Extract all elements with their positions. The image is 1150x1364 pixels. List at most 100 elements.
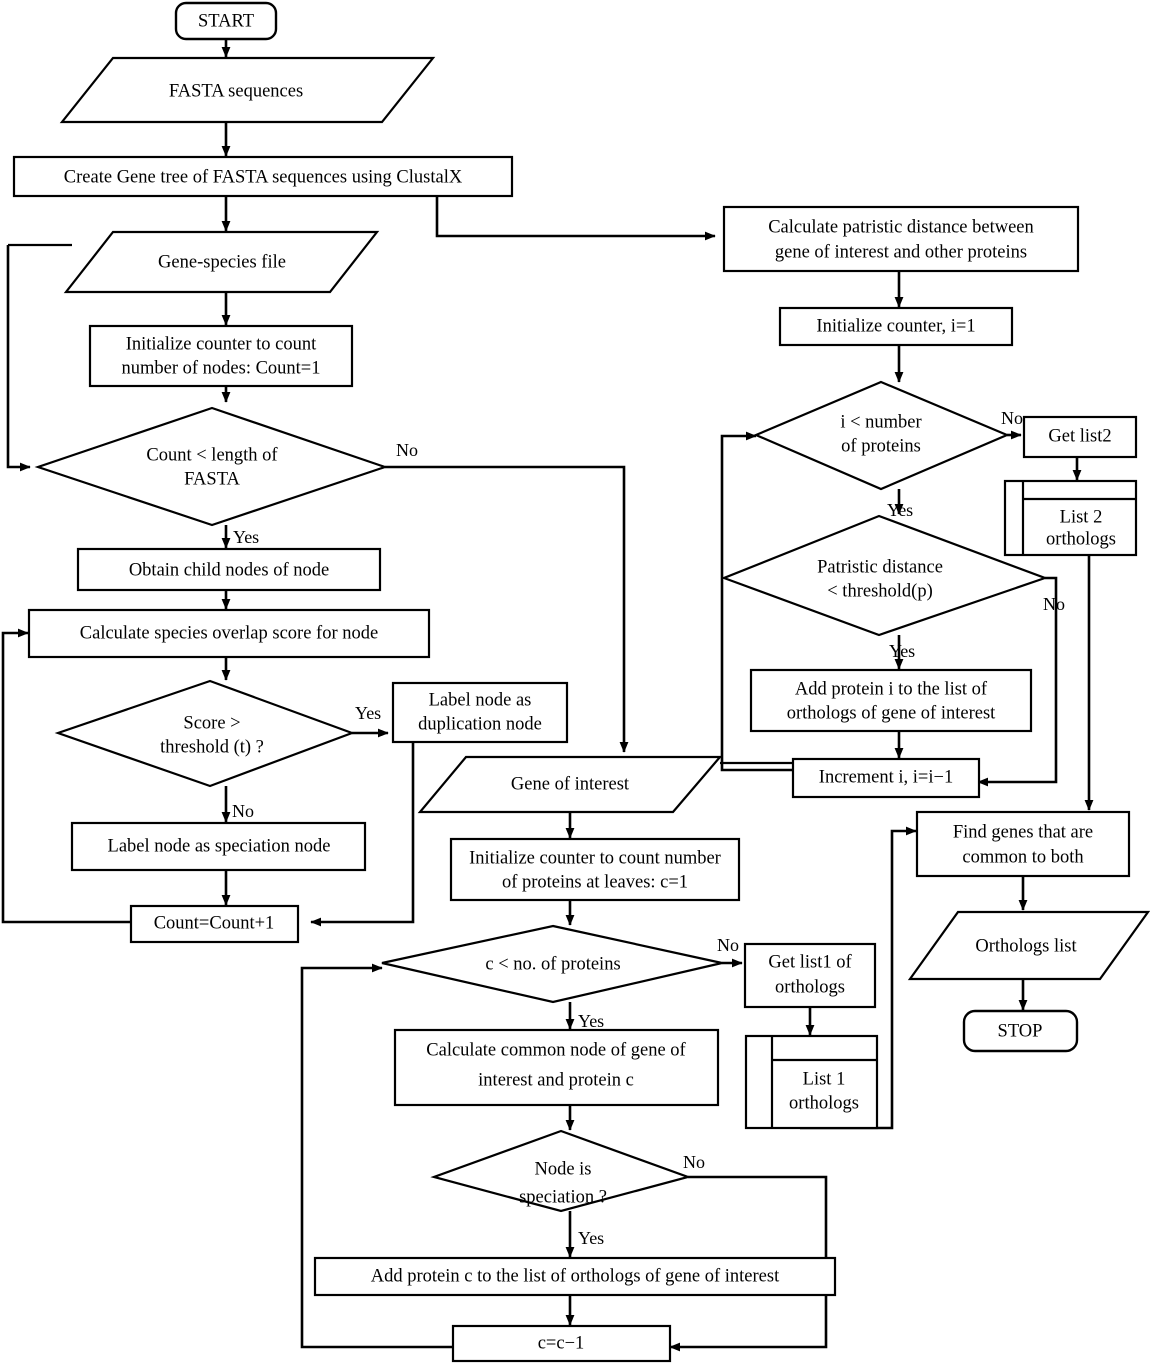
node-init-node-counter-line1: Initialize counter to count [126, 334, 317, 354]
node-calc-common-node-line2: interest and protein c [478, 1070, 634, 1090]
node-gene-of-interest[interactable]: Gene of interest [417, 755, 723, 814]
edge-count-loopback-overlap [1, 628, 130, 924]
node-create-gene-tree[interactable]: Create Gene tree of FASTA sequences usin… [12, 155, 514, 198]
node-stop-label: STOP [998, 1021, 1043, 1041]
node-calc-patristic[interactable]: Calculate patristic distance between gen… [722, 205, 1080, 273]
node-c-lt-proteins-label: c < no. of proteins [485, 954, 620, 974]
node-get-list2-label: Get list2 [1048, 426, 1111, 446]
connectors [1, 39, 1094, 1352]
node-init-leaf-counter[interactable]: Initialize counter to count number of pr… [449, 837, 741, 902]
node-patristic-lt-threshold-line2: < threshold(p) [827, 581, 932, 601]
node-label-duplication-line1: Label node as [429, 690, 532, 710]
node-count-increment-label: Count=Count+1 [154, 913, 275, 933]
node-increment-i-label: Increment i, i=i−1 [819, 767, 953, 787]
node-count-lt-fasta-line1: Count < length of [146, 445, 278, 465]
node-c-lt-proteins[interactable]: c < no. of proteins [381, 924, 723, 1004]
edge-patristiccheck-no [977, 576, 1058, 787]
node-label-duplication[interactable]: Label node as duplication node [391, 681, 569, 744]
node-list1-orthologs-line1: List 1 [803, 1069, 846, 1089]
node-score-gt-threshold-line1: Score > [183, 713, 240, 733]
node-is-speciation[interactable]: Node is speciation ? [430, 1129, 692, 1213]
node-i-lt-proteins[interactable]: i < number of proteins [753, 380, 1010, 491]
node-obtain-child-nodes-label: Obtain child nodes of node [129, 560, 329, 580]
branch-label-patristic-no: No [1043, 594, 1065, 614]
node-find-common-genes-line2: common to both [962, 847, 1083, 867]
node-i-lt-proteins-line1: i < number [840, 412, 921, 432]
node-get-list1-line2: orthologs [775, 977, 845, 997]
branch-label-count-no: No [396, 440, 418, 460]
node-label-duplication-line2: duplication node [418, 714, 542, 734]
node-start[interactable]: START [174, 1, 278, 41]
node-list2-orthologs-line1: List 2 [1060, 507, 1103, 527]
node-get-list1[interactable]: Get list1 of orthologs [743, 942, 877, 1009]
edge-countcheck-no [385, 465, 629, 753]
node-init-counter-i-label: Initialize counter, i=1 [816, 316, 975, 336]
node-fasta-sequences-label: FASTA sequences [169, 81, 303, 101]
node-is-speciation-line1: Node is [534, 1159, 591, 1179]
node-add-protein-i[interactable]: Add protein i to the list of orthologs o… [749, 668, 1033, 733]
branch-label-c-yes: Yes [578, 1011, 604, 1031]
node-label-speciation-label: Label node as speciation node [108, 836, 331, 856]
branch-label-score-no: No [232, 801, 254, 821]
node-gene-species-file[interactable]: Gene-species file [63, 230, 380, 294]
node-list1-orthologs[interactable]: List 1 orthologs [744, 1034, 879, 1130]
node-start-label: START [198, 11, 254, 31]
node-calc-patristic-line1: Calculate patristic distance between [768, 217, 1034, 237]
branch-label-c-no: No [717, 935, 739, 955]
branch-label-count-yes: Yes [233, 527, 259, 547]
node-score-gt-threshold[interactable]: Score > threshold (t) ? [54, 679, 356, 788]
node-init-node-counter[interactable]: Initialize counter to count number of no… [88, 324, 354, 388]
edge-increment-loopback [720, 431, 793, 772]
branch-label-i-yes: Yes [887, 500, 913, 520]
node-calc-common-node[interactable]: Calculate common node of gene of interes… [393, 1028, 720, 1107]
node-gene-species-file-label: Gene-species file [158, 252, 286, 272]
node-init-leaf-counter-line1: Initialize counter to count number [469, 848, 721, 868]
edge-duplication-to-count [310, 742, 415, 927]
node-patristic-lt-threshold[interactable]: Patristic distance < threshold(p) [720, 514, 1049, 637]
node-add-protein-c-label: Add protein c to the list of orthologs o… [371, 1266, 780, 1286]
node-c-decrement[interactable]: c=c−1 [451, 1324, 672, 1363]
node-get-list1-line1: Get list1 of [768, 952, 852, 972]
edge-genetree-to-patristic [435, 196, 716, 241]
node-orthologs-list[interactable]: Orthologs list [907, 910, 1150, 981]
node-list2-orthologs[interactable]: List 2 orthologs [1003, 479, 1138, 557]
node-c-decrement-label: c=c−1 [538, 1333, 585, 1353]
node-init-counter-i[interactable]: Initialize counter, i=1 [778, 306, 1014, 347]
branch-label-i-no: No [1001, 408, 1023, 428]
branch-label-speciation-yes: Yes [578, 1228, 604, 1248]
edge-cdecrement-loopback [300, 963, 452, 1349]
node-find-common-genes[interactable]: Find genes that are common to both [915, 810, 1131, 878]
node-obtain-child-nodes[interactable]: Obtain child nodes of node [76, 547, 382, 592]
node-increment-i[interactable]: Increment i, i=i−1 [791, 757, 981, 799]
node-stop[interactable]: STOP [962, 1009, 1079, 1053]
node-init-node-counter-line2: number of nodes: Count=1 [121, 358, 320, 378]
node-add-protein-i-line1: Add protein i to the list of [795, 679, 988, 699]
branch-label-score-yes: Yes [355, 703, 381, 723]
node-calc-species-overlap-label: Calculate species overlap score for node [80, 623, 378, 643]
node-calc-species-overlap[interactable]: Calculate species overlap score for node [27, 608, 431, 659]
node-add-protein-i-line2: orthologs of gene of interest [787, 703, 996, 723]
node-patristic-lt-threshold-line1: Patristic distance [817, 557, 943, 577]
node-gene-of-interest-label: Gene of interest [511, 774, 630, 794]
node-score-gt-threshold-line2: threshold (t) ? [160, 737, 264, 757]
branch-label-speciation-no: No [683, 1152, 705, 1172]
node-get-list2[interactable]: Get list2 [1022, 415, 1138, 459]
node-fasta-sequences[interactable]: FASTA sequences [59, 56, 436, 124]
node-count-increment[interactable]: Count=Count+1 [129, 904, 300, 944]
node-init-leaf-counter-line2: of proteins at leaves: c=1 [502, 872, 688, 892]
node-is-speciation-line2: speciation ? [519, 1187, 607, 1207]
node-create-gene-tree-label: Create Gene tree of FASTA sequences usin… [64, 167, 463, 187]
node-add-protein-c[interactable]: Add protein c to the list of orthologs o… [313, 1256, 837, 1297]
node-list1-orthologs-line2: orthologs [789, 1093, 859, 1113]
edge-feedback-genespecies-to-countcheck [6, 245, 31, 472]
node-i-lt-proteins-line2: of proteins [841, 436, 921, 456]
node-count-lt-fasta-line2: FASTA [184, 469, 240, 489]
node-find-common-genes-line1: Find genes that are [953, 822, 1093, 842]
node-orthologs-list-label: Orthologs list [975, 936, 1077, 956]
branch-label-patristic-yes: Yes [889, 641, 915, 661]
node-label-speciation[interactable]: Label node as speciation node [70, 821, 367, 872]
node-count-lt-fasta[interactable]: Count < length of FASTA [34, 406, 389, 527]
node-calc-patristic-line2: gene of interest and other proteins [775, 242, 1027, 262]
